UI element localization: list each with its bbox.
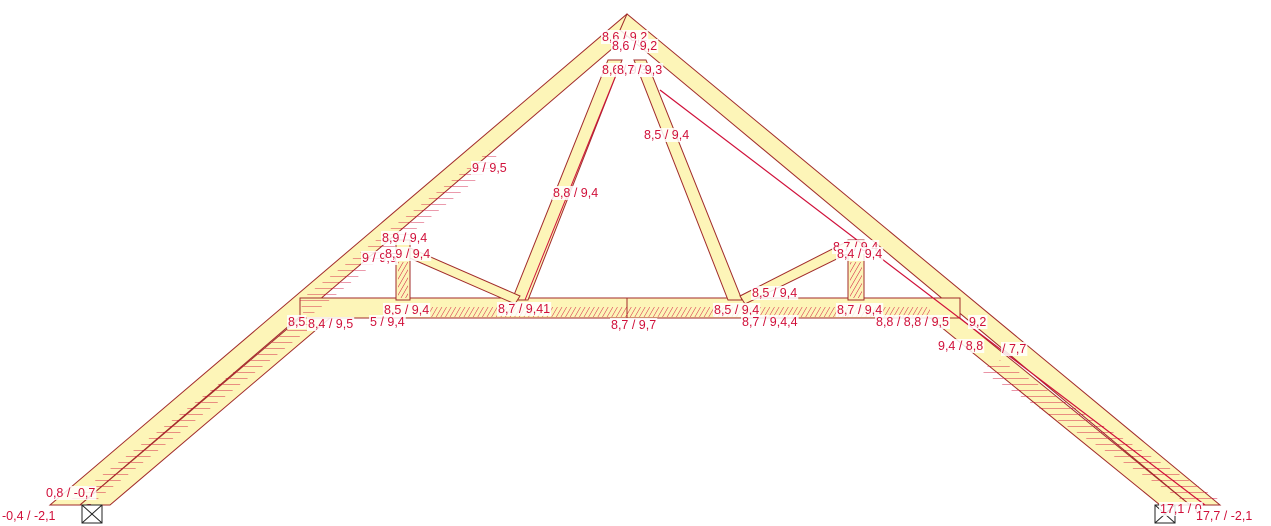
label-bc-right: 8,7 / 9,4 xyxy=(837,303,882,317)
label-right-support-b: 17,7 / -2,1 xyxy=(1196,509,1252,523)
label-right-support-a: 17,1 / 0 xyxy=(1160,502,1202,516)
label-background xyxy=(383,303,431,317)
label-background xyxy=(611,39,659,53)
label-bc-center: 8,7 / 9,7 xyxy=(611,318,656,332)
label-left-web: 8,8 / 9,4 xyxy=(553,186,598,200)
label-bc-left: 8,5 / 9,4 xyxy=(384,303,429,317)
label-background xyxy=(643,128,691,142)
label-background xyxy=(381,231,429,245)
label-background xyxy=(610,318,658,332)
label-left-node-b: 8,9 / 9,4 xyxy=(385,247,430,261)
label-background xyxy=(471,161,508,175)
label-background xyxy=(497,302,552,316)
label-background xyxy=(968,315,988,329)
label-background xyxy=(369,315,406,329)
label-background xyxy=(836,303,884,317)
label-background xyxy=(1,509,57,523)
label-background xyxy=(875,315,951,329)
left-post-hatch xyxy=(398,262,408,298)
label-background xyxy=(741,315,799,329)
label-heel-left-c: 5 / 9,4 xyxy=(370,315,405,329)
right-top-chord xyxy=(619,13,1222,506)
left-heel-hatch xyxy=(70,320,320,505)
label-bc-mid-left: 8,7 / 9,41 xyxy=(498,302,550,316)
label-background xyxy=(937,339,985,353)
label-background xyxy=(616,63,664,77)
label-background xyxy=(45,486,97,500)
label-left-support-b: -0,4 / -2,1 xyxy=(2,509,56,523)
left-top-chord xyxy=(48,13,635,506)
label-left-node-a: 8,9 / 9,4 xyxy=(382,231,427,245)
label-background xyxy=(713,303,761,317)
label-background xyxy=(1195,509,1254,523)
label-left-top-chord: 9 / 9,5 xyxy=(472,161,507,175)
label-bc-mid-right: 8,5 / 9,4 xyxy=(714,303,759,317)
label-left-support-a: 0,8 / -0,7 xyxy=(46,486,95,500)
label-right-web-upper: 8,5 / 9,4 xyxy=(644,128,689,142)
label-heel-right-b: 9,2 xyxy=(969,315,986,329)
right-post-hatch xyxy=(850,262,862,298)
label-heel-right-c: 9,4 / 8,8 xyxy=(938,339,983,353)
label-right-node-b: 8,4 / 9,4 xyxy=(837,247,882,261)
left-support xyxy=(81,504,103,524)
left-diagonal-web xyxy=(511,59,623,301)
label-apex-b: 8,6 / 9,2 xyxy=(612,39,657,53)
label-bc-mid-right-b: 8,7 / 9,4,4 xyxy=(742,315,798,329)
label-background xyxy=(384,247,432,261)
right-heel-hatch xyxy=(980,360,1220,505)
bottom-chord-hatch xyxy=(430,307,930,317)
right-chord-line xyxy=(659,89,1206,506)
label-right-web-lower: 8,5 / 9,4 xyxy=(752,286,797,300)
label-heel-left-b: 8,4 / 9,5 xyxy=(308,317,353,331)
label-background xyxy=(836,247,884,261)
label-apex-d: 8,7 / 9,3 xyxy=(617,63,662,77)
label-background xyxy=(1159,502,1203,516)
label-background xyxy=(307,317,355,331)
left-diagonal-web-line xyxy=(524,69,619,301)
label-background xyxy=(552,186,600,200)
label-background xyxy=(287,315,307,329)
label-background xyxy=(1001,342,1028,356)
label-heel-right-a: 8,8 / 8,8 / 9,5 xyxy=(876,315,949,329)
label-heel-right-d: / 7,7 xyxy=(1002,342,1026,356)
label-heel-left-a: 8,5 xyxy=(288,315,305,329)
labels: 8,6 / 9,2 8,6 / 9,2 8,6 / 9,3 8,7 / 9,3 … xyxy=(1,30,1254,523)
label-background xyxy=(751,286,799,300)
